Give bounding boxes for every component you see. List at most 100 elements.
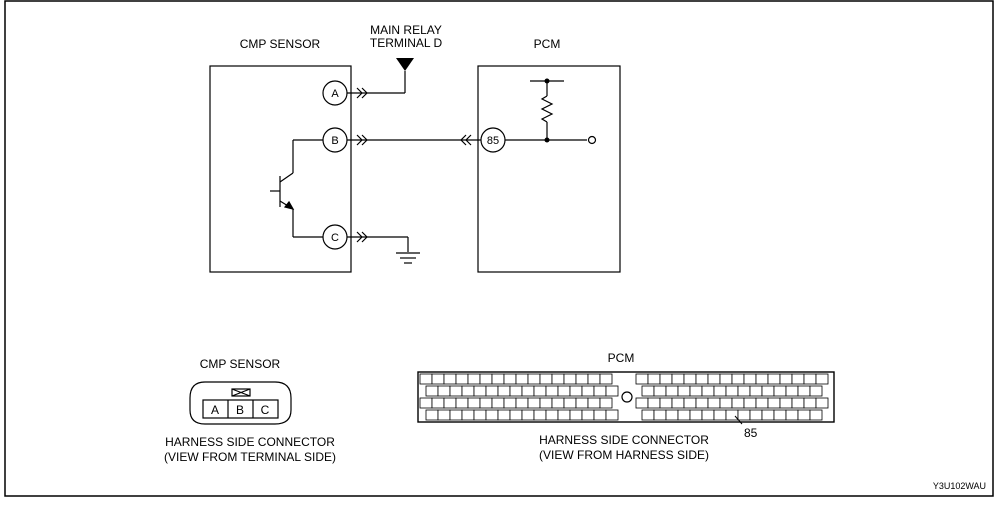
pcm-connector-cell bbox=[803, 373, 817, 385]
pcm-connector-cell bbox=[437, 409, 451, 421]
pcm-connector-cell bbox=[539, 397, 553, 409]
pcm-connector-cell bbox=[647, 397, 661, 409]
pcm-connector-cell bbox=[701, 385, 715, 397]
pcm-connector-title: PCM bbox=[608, 351, 635, 365]
pcm-connector-cell bbox=[791, 373, 805, 385]
pcm-connector-cell bbox=[467, 397, 481, 409]
pcm-connector-cell bbox=[707, 397, 721, 409]
pcm-connector-cell bbox=[581, 385, 595, 397]
pcm-connector-cell bbox=[665, 385, 679, 397]
pcm-connector-cell bbox=[491, 373, 505, 385]
pcm-connector-cell bbox=[671, 373, 685, 385]
pcm-connector-cell bbox=[419, 373, 433, 385]
pcm-connector-cell bbox=[809, 409, 823, 421]
cmp-sensor-box bbox=[209, 65, 352, 273]
pcm-connector-cell bbox=[485, 409, 499, 421]
pcm-connector-cell bbox=[503, 397, 517, 409]
pcm-connector-cell bbox=[761, 385, 775, 397]
pcm-connector-cell bbox=[527, 397, 541, 409]
pcm-title: PCM bbox=[534, 37, 561, 51]
pcm-connector-cell bbox=[701, 409, 715, 421]
pcm-connector-cell bbox=[497, 385, 511, 397]
pcm-connector-cell bbox=[695, 373, 709, 385]
pcm-connector-cell bbox=[533, 409, 547, 421]
cmp-connector-pin-c: C bbox=[261, 403, 270, 417]
pcm-connector-cell bbox=[779, 397, 793, 409]
pcm-connector-cell bbox=[425, 385, 439, 397]
cmp-connector-caption-line1: HARNESS SIDE CONNECTOR bbox=[165, 435, 335, 449]
pcm-connector-cell bbox=[479, 373, 493, 385]
pcm-connector-cell bbox=[443, 397, 457, 409]
pcm-connector-cell bbox=[449, 385, 463, 397]
pcm-connector-caption-line1: HARNESS SIDE CONNECTOR bbox=[539, 433, 709, 447]
pcm-connector-cell bbox=[509, 385, 523, 397]
pcm-connector-cell bbox=[725, 409, 739, 421]
pcm-connector-cell bbox=[593, 409, 607, 421]
pcm-pin-85-leader bbox=[734, 415, 743, 425]
pcm-connector-cell bbox=[605, 385, 619, 397]
pcm-connector-cell bbox=[695, 397, 709, 409]
main-relay-arrow bbox=[396, 58, 414, 71]
pcm-connector-cell bbox=[791, 397, 805, 409]
pcm-connector-cell bbox=[503, 373, 517, 385]
svg-text:B: B bbox=[331, 135, 338, 147]
pcm-connector-cell bbox=[683, 397, 697, 409]
pcm-connector-cell bbox=[653, 409, 667, 421]
pcm-connector-cell bbox=[467, 373, 481, 385]
pcm-connector-cell bbox=[473, 409, 487, 421]
pcm-connector-cell bbox=[797, 385, 811, 397]
pcm-connector-cell bbox=[749, 409, 763, 421]
pcm-junction-bottom bbox=[544, 137, 550, 143]
pcm-connector-cell bbox=[479, 397, 493, 409]
pcm-connector-cell bbox=[545, 409, 559, 421]
pcm-connector-cell bbox=[533, 385, 547, 397]
pcm-connector-cell bbox=[461, 409, 475, 421]
wire-terminal-b-to-pcm bbox=[347, 134, 481, 146]
pcm-connector-cell bbox=[443, 373, 457, 385]
pcm-connector-cell bbox=[641, 385, 655, 397]
pcm-connector-cell bbox=[713, 385, 727, 397]
pcm-connector-cell bbox=[587, 373, 601, 385]
pcm-connector-cell bbox=[419, 397, 433, 409]
pcm-connector-cell bbox=[593, 385, 607, 397]
pcm-connector-cell bbox=[689, 385, 703, 397]
pcm-connector-cell bbox=[797, 409, 811, 421]
pcm-connector-cell bbox=[461, 385, 475, 397]
pcm-connector-caption-line2: (VIEW FROM HARNESS SIDE) bbox=[539, 448, 709, 462]
pcm-connector-cell bbox=[761, 409, 775, 421]
cmp-connector-pin-a: A bbox=[211, 403, 219, 417]
svg-text:85: 85 bbox=[487, 135, 499, 147]
pcm-connector-cell bbox=[551, 373, 565, 385]
pcm-connector-cell bbox=[425, 409, 439, 421]
pcm-connector-cell bbox=[599, 373, 613, 385]
pcm-connector-cell bbox=[731, 373, 745, 385]
pcm-connector-cell bbox=[743, 397, 757, 409]
pull-up-resistor-circuit bbox=[505, 80, 587, 141]
pcm-connector-cell bbox=[557, 409, 571, 421]
pcm-connector-cell bbox=[677, 409, 691, 421]
cmp-connector-face bbox=[189, 381, 292, 425]
pcm-connector-cell bbox=[455, 397, 469, 409]
pcm-connector-cell bbox=[431, 397, 445, 409]
svg-text:C: C bbox=[331, 232, 339, 244]
pcm-connector-cell bbox=[755, 373, 769, 385]
pcm-junction-top bbox=[544, 78, 550, 84]
pcm-connector-cell bbox=[737, 385, 751, 397]
pcm-connector-cell bbox=[815, 373, 829, 385]
pcm-connector-cell bbox=[713, 409, 727, 421]
pcm-connector-cell bbox=[485, 385, 499, 397]
pcm-connector-cell bbox=[725, 385, 739, 397]
pcm-connector-cell bbox=[437, 385, 451, 397]
svg-text:A: A bbox=[331, 88, 339, 100]
pcm-connector-cell bbox=[785, 385, 799, 397]
pcm-connector-cell bbox=[515, 397, 529, 409]
diagram-frame bbox=[4, 0, 994, 497]
pcm-connector-cell bbox=[641, 409, 655, 421]
main-relay-label-line1: MAIN RELAY bbox=[370, 23, 442, 37]
pcm-connector-cell bbox=[743, 373, 757, 385]
pcm-connector-cell bbox=[509, 409, 523, 421]
pcm-connector-cell bbox=[587, 397, 601, 409]
pcm-connector-cell bbox=[767, 373, 781, 385]
pcm-connector-cell bbox=[605, 409, 619, 421]
